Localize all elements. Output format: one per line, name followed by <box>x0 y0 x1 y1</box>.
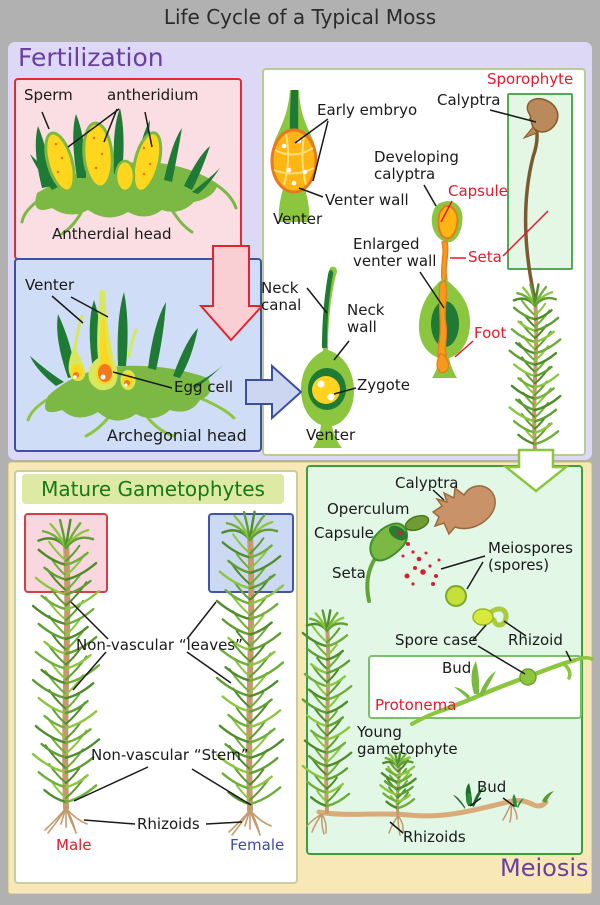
fertilization-heading: Fertilization <box>18 43 164 72</box>
label-seta-meiosis: Seta <box>332 564 366 582</box>
label-venter-arch: Venter <box>25 276 75 294</box>
page-title: Life Cycle of a Typical Moss <box>163 5 437 29</box>
label-rhizoid: Rhizoid <box>508 631 563 649</box>
label-sporophyte: Sporophyte <box>487 70 574 88</box>
label-rhizoids-left: Rhizoids <box>137 815 200 833</box>
label-zygote: Zygote <box>357 376 410 394</box>
label-developing-calyptra: Developing calyptra <box>374 148 459 183</box>
label-seta: Seta <box>468 248 502 266</box>
developing-sporophyte-illustration <box>418 201 471 378</box>
germinating-spore <box>472 608 494 626</box>
label-neck-canal: Neck canal <box>261 279 302 314</box>
label-female: Female <box>230 836 285 854</box>
label-protonema: Protonema <box>375 696 457 714</box>
label-capsule-meiosis: Capsule <box>314 524 374 542</box>
label-egg-cell: Egg cell <box>174 378 234 396</box>
label-nonvascular-stem: Non-vascular “Stem” <box>91 746 249 764</box>
meiosis-heading: Meiosis <box>500 854 589 882</box>
label-operculum: Operculum <box>327 500 410 518</box>
label-venter-wall: Venter wall <box>325 191 409 209</box>
label-calyptra-top: Calyptra <box>437 91 501 109</box>
label-spore-case: Spore case <box>395 631 478 649</box>
antheridial-head-illustration <box>20 108 238 236</box>
label-sperm: Sperm <box>24 86 73 104</box>
label-enlarged-venter-wall: Enlarged venter wall <box>353 235 437 270</box>
protonema-node <box>519 668 537 686</box>
label-venter-top: Venter <box>273 210 323 228</box>
label-young-gametophyte: Young gametophyte <box>357 723 458 758</box>
label-male: Male <box>56 836 92 854</box>
operculum-shape <box>404 514 430 532</box>
label-venter-bottom: Venter <box>306 426 356 444</box>
gametophyte-pair-illustration <box>31 510 285 836</box>
label-archegonial-head: Archegonial head <box>107 426 247 445</box>
label-bud: Bud <box>442 659 472 677</box>
label-nonvascular-leaves: Non-vascular “leaves” <box>76 636 243 654</box>
label-capsule: Capsule <box>448 182 508 200</box>
gametophytes-heading: Mature Gametophytes <box>41 477 265 501</box>
label-rhizoids-meiosis: Rhizoids <box>403 828 466 846</box>
gametophytes-banner: Mature Gametophytes <box>22 474 284 504</box>
protonema-bud <box>454 661 496 699</box>
label-neck-wall: Neck wall <box>347 301 385 336</box>
meiospore <box>445 585 467 607</box>
label-bud-small: Bud <box>477 778 507 796</box>
label-foot: Foot <box>474 324 507 342</box>
label-early-embryo: Early embryo <box>317 101 418 119</box>
archegonial-head-illustration <box>26 290 236 438</box>
label-antheridial-head: Antherdial head <box>52 225 172 243</box>
calyptra-cap <box>431 485 496 536</box>
seta-stalk <box>365 555 378 603</box>
label-calyptra-meiosis: Calyptra <box>395 474 459 492</box>
sporophyte-plant-illustration <box>508 97 562 452</box>
label-meiospores: Meiospores (spores) <box>488 539 573 574</box>
label-antheridium: antheridium <box>107 86 199 104</box>
